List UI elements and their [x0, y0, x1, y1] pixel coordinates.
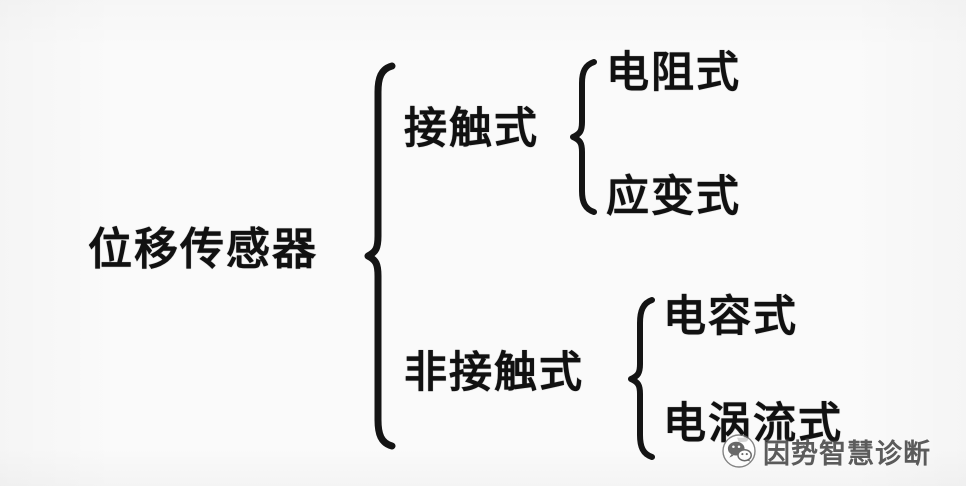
brace-root	[364, 62, 396, 450]
wechat-icon	[722, 434, 756, 468]
node-strain-type: 应变式	[606, 172, 741, 222]
watermark-text: 因势智慧诊断	[763, 438, 931, 470]
brace-contact	[570, 59, 597, 215]
node-eddy-current-type: 电涡流式	[663, 399, 843, 449]
node-resistive-type: 电阻式	[606, 48, 741, 98]
watermark: 因势智慧诊断	[722, 428, 931, 474]
node-capacitive-type: 电容式	[663, 292, 798, 342]
node-noncontact-type: 非接触式	[404, 348, 584, 398]
node-contact-type: 接触式	[404, 104, 539, 154]
brace-noncontact	[628, 297, 655, 460]
node-root-displacement-sensor: 位移传感器	[88, 224, 318, 275]
